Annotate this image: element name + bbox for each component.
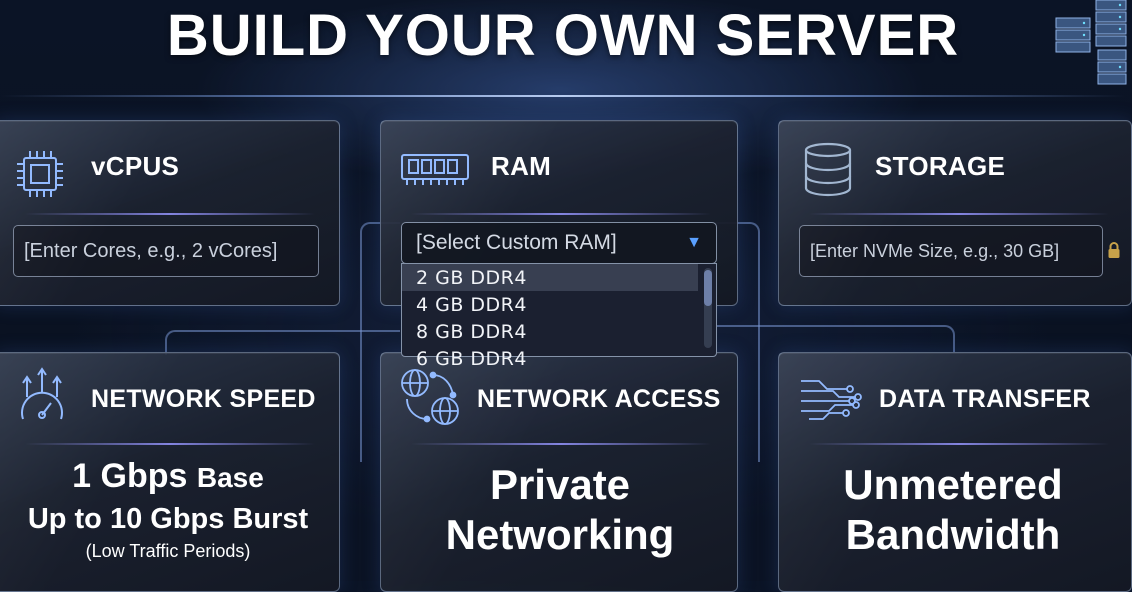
ram-option-8gb[interactable]: 8 GB DDR4 (416, 320, 527, 343)
globe-network-icon (401, 369, 459, 425)
vcpus-card: vCPUS [Enter Cores, e.g., 2 vCores] (0, 120, 340, 306)
network-speed-base-suffix: Base (196, 462, 264, 493)
ram-select[interactable]: [Select Custom RAM] ▼ (401, 222, 717, 264)
data-transfer-line1: Unmetered (843, 461, 1063, 508)
network-speed-base-value: 1 Gbps (72, 457, 188, 495)
data-transfer-card: DATA TRANSFER Unmetered Bandwidth (778, 352, 1132, 592)
speedometer-icon (21, 367, 63, 420)
ram-title: RAM (491, 151, 552, 181)
network-speed-title: NETWORK SPEED (91, 385, 316, 413)
network-speed-note: (Low Traffic Periods) (85, 541, 251, 561)
dropdown-scrollbar-thumb[interactable] (704, 270, 712, 306)
card-divider (809, 443, 1109, 445)
network-access-line1: Private (489, 461, 631, 508)
connector-line (715, 325, 955, 353)
connector-line (165, 330, 400, 355)
storage-title: STORAGE (875, 151, 1006, 181)
card-divider (25, 213, 315, 215)
data-transfer-line2: Bandwidth (845, 511, 1061, 558)
ram-options-list[interactable]: 2 GB DDR4 4 GB DDR4 8 GB DDR4 6 GB DDR4 (401, 263, 717, 370)
card-divider (411, 443, 711, 445)
vcpu-cores-input[interactable]: [Enter Cores, e.g., 2 vCores] (13, 225, 319, 277)
lock-icon (1108, 242, 1120, 258)
ram-option-4gb[interactable]: 4 GB DDR4 (416, 293, 527, 316)
memory-module-icon (401, 154, 469, 185)
card-divider (809, 213, 1109, 215)
page-title: BUILD YOUR OWN SERVER (166, 3, 960, 68)
network-speed-card: NETWORK SPEED 1 Gbps Base Up to 10 Gbps … (0, 352, 340, 592)
card-divider (25, 443, 315, 445)
network-access-line2: Networking (445, 511, 675, 558)
database-icon (804, 142, 852, 197)
nvme-size-input[interactable]: [Enter NVMe Size, e.g., 30 GB] (799, 225, 1103, 277)
network-access-title: NETWORK ACCESS (477, 385, 721, 413)
chevron-down-icon[interactable]: ▼ (686, 234, 702, 251)
vcpus-title: vCPUS (91, 151, 180, 181)
circuit-lines-icon (801, 380, 862, 420)
ram-option-6gb[interactable]: 6 GB DDR4 (416, 347, 527, 370)
ram-select-value: [Select Custom RAM] (416, 231, 617, 254)
storage-card: STORAGE [Enter NVMe Size, e.g., 30 GB] (778, 120, 1132, 306)
network-access-card: NETWORK ACCESS Private Networking (380, 352, 738, 592)
dropdown-scrollbar-track[interactable] (704, 268, 712, 348)
data-transfer-title: DATA TRANSFER (879, 385, 1091, 413)
network-speed-base: 1 Gbps Base (0, 457, 341, 496)
ram-option-2gb[interactable]: 2 GB DDR4 (402, 264, 698, 291)
network-speed-burst: Up to 10 Gbps Burst (27, 503, 309, 535)
server-rack-icon (1055, 0, 1127, 85)
cpu-chip-icon (17, 151, 63, 197)
title-glow-line (0, 95, 1126, 97)
card-divider (411, 213, 711, 215)
